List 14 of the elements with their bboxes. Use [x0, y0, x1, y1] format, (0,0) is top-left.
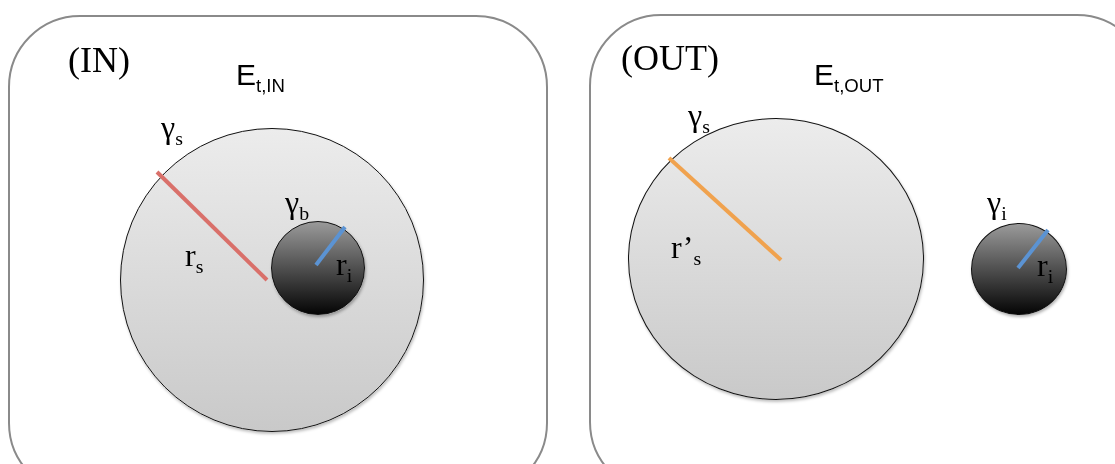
- scenario-panel: [589, 14, 1115, 464]
- radius-label: r$_{s}$: [185, 239, 204, 277]
- panel-label: (IN): [68, 42, 130, 78]
- boundary-label: γ$_{s}$: [688, 99, 710, 137]
- boundary-label: γ$_{i}$: [987, 186, 1007, 224]
- radius-label: r’$_{s}$: [671, 231, 702, 269]
- radius-label: r$_{i}$: [1037, 249, 1054, 287]
- boundary-label: γ$_{s}$: [161, 111, 183, 149]
- energy-label: E$_{t,OUT}$: [814, 60, 884, 96]
- radius-label: r$_{i}$: [336, 248, 353, 286]
- scenario-panel: [8, 15, 548, 464]
- energy-label: E$_{t,IN}$: [236, 60, 285, 96]
- boundary-label: γ$_{b}$: [285, 186, 310, 224]
- panel-label: (OUT): [621, 40, 719, 76]
